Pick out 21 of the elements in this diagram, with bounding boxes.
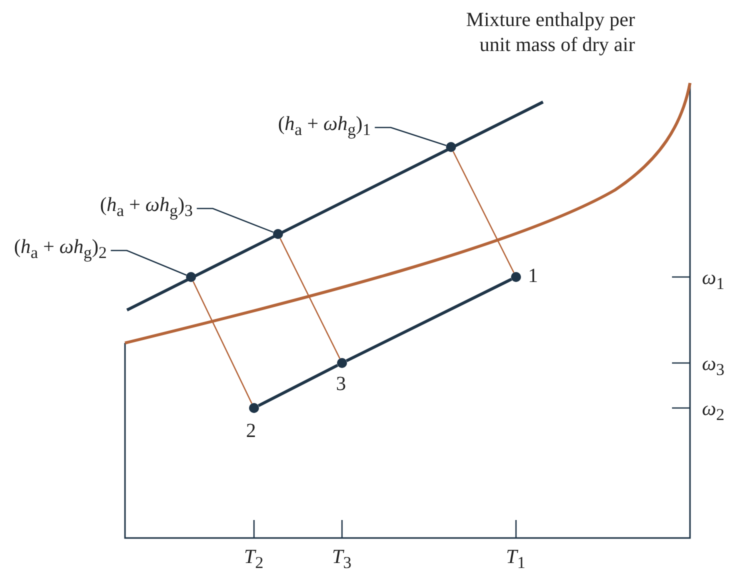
axis-label: T$_{3}$	[332, 546, 352, 572]
wet-bulb-line	[192, 281, 252, 404]
process-line	[346, 278, 512, 362]
axis-label: ω$_{2}$	[702, 398, 724, 424]
enthalpy-label: (h$_{a}$ + ωh$_{g}$)$_{3}$	[100, 194, 193, 220]
leader-line	[110, 250, 187, 276]
axis-label: ω$_{3}$	[702, 353, 724, 380]
process-line	[258, 364, 338, 408]
state-label: 2	[246, 420, 256, 442]
axis-label: T$_{1}$	[506, 546, 526, 572]
leader-line	[196, 208, 274, 233]
state-label: 3	[336, 373, 346, 395]
enthalpy-label: (h$_{a}$ + ωh$_{g}$)$_{2}$	[14, 236, 107, 262]
state-label: 1	[528, 265, 538, 287]
axis-label: ω$_{1}$	[702, 267, 724, 294]
enthalpy-label: (h$_{a}$ + ωh$_{g}$)$_{1}$	[278, 113, 371, 140]
wet-bulb-line	[280, 238, 340, 359]
axis-label: T$_{2}$	[244, 546, 264, 572]
leader-line	[374, 126, 446, 146]
wet-bulb-line	[452, 151, 514, 273]
chart-title: Mixture enthalpy per unit mass of dry air	[465, 8, 635, 58]
